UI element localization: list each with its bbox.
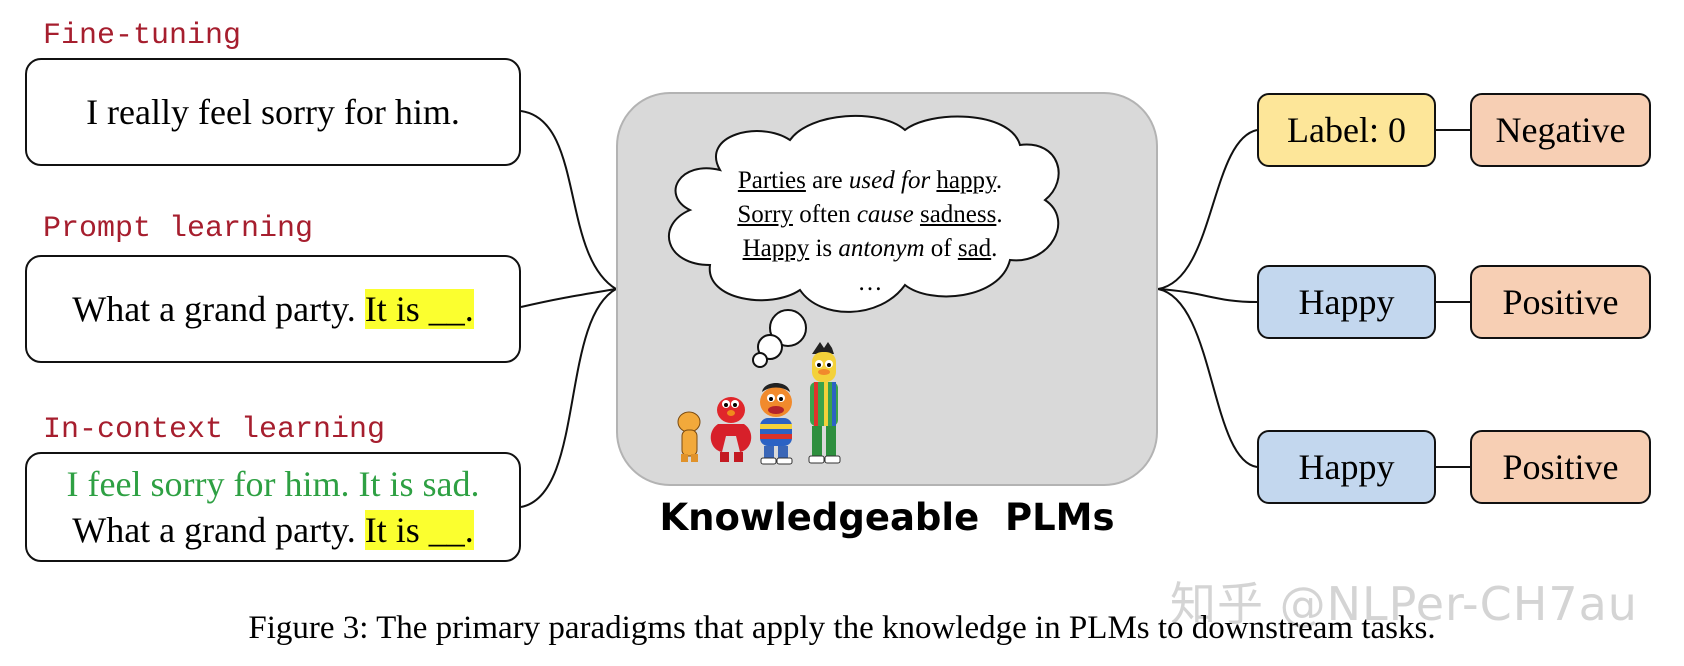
output-3-sentiment-box: Positive — [1470, 430, 1651, 504]
knowledge-line-3: Happy is antonym of sad. — [700, 232, 1040, 266]
output-3-intermediate-box: Happy — [1257, 430, 1436, 504]
output-1-sentiment-box: Negative — [1470, 93, 1651, 167]
knowledge-1-object: happy — [936, 167, 996, 194]
watermark: 知乎 @NLPer-CH7au — [1170, 577, 1638, 631]
output-2-sentiment-text: Positive — [1502, 282, 1619, 322]
knowledge-1-link: are — [805, 167, 849, 194]
connector-output-2 — [1157, 288, 1258, 303]
prompt-plain-text: What a grand party. — [72, 289, 365, 329]
connector-prompt-learning — [520, 288, 617, 308]
knowledge-2-period: . — [996, 201, 1003, 228]
connector-in-context — [520, 288, 617, 508]
prompt-learning-text: What a grand party. It is __. — [72, 286, 474, 332]
in-context-query-text: What a grand party. It is __. — [72, 507, 474, 553]
knowledge-1-relation: used for — [848, 167, 931, 194]
output-1-sentiment-text: Negative — [1495, 110, 1626, 150]
prompt-highlight-text: It is __. — [364, 289, 474, 329]
connector-output-1 — [1157, 129, 1258, 290]
in-context-plain-text: What a grand party. — [72, 510, 365, 550]
fine-tuning-box: I really feel sorry for him. — [25, 58, 521, 166]
muppet-red-icon — [710, 397, 752, 462]
muppet-striped-icon — [760, 383, 793, 465]
knowledge-2-subject: Sorry — [737, 201, 793, 228]
knowledge-1-subject: Parties — [737, 167, 806, 194]
connector-fine-tuning — [520, 110, 617, 290]
muppet-characters-icon — [677, 342, 841, 465]
knowledge-2-relation: cause — [856, 201, 914, 228]
knowledgeable-plms-title: Knowledgeable PLMs — [659, 496, 1115, 539]
in-context-learning-label: In-context learning — [43, 413, 386, 447]
knowledge-line-1: Parties are used for happy. — [700, 164, 1040, 198]
knowledge-3-relation: antonym — [838, 235, 925, 262]
knowledge-3-of: of — [924, 235, 958, 262]
output-2-sentiment-box: Positive — [1470, 265, 1651, 339]
knowledge-2-object: sadness — [919, 201, 997, 228]
fine-tuning-text: I really feel sorry for him. — [86, 92, 460, 132]
knowledge-2-link: often — [792, 201, 857, 228]
in-context-learning-box: I feel sorry for him. It is sad. What a … — [25, 452, 521, 562]
muppet-orange-icon — [677, 411, 701, 462]
knowledge-3-period: . — [991, 235, 998, 262]
prompt-learning-box: What a grand party. It is __. — [25, 255, 521, 363]
output-1-intermediate-text: Label: 0 — [1287, 110, 1406, 150]
output-2-intermediate-box: Happy — [1257, 265, 1436, 339]
knowledge-line-2: Sorry often cause sadness. — [700, 198, 1040, 232]
output-3-sentiment-text: Positive — [1502, 447, 1619, 487]
prompt-learning-label: Prompt learning — [43, 212, 314, 246]
fine-tuning-label: Fine-tuning — [43, 19, 242, 53]
in-context-demo-text: I feel sorry for him. It is sad. — [66, 464, 480, 504]
output-3-intermediate-text: Happy — [1298, 447, 1395, 487]
knowledge-1-period: . — [995, 167, 1003, 194]
knowledge-3-subject: Happy — [742, 235, 810, 262]
output-2-intermediate-text: Happy — [1298, 282, 1395, 322]
knowledge-thought-text: Parties are used for happy. Sorry often … — [700, 164, 1040, 300]
figure-caption: Figure 3: The primary paradigms that app… — [248, 610, 1436, 646]
knowledge-ellipsis: … — [857, 269, 883, 296]
connector-output-3 — [1157, 288, 1258, 468]
output-1-intermediate-box: Label: 0 — [1257, 93, 1436, 167]
knowledge-3-link: is — [809, 235, 839, 262]
knowledge-3-object: sad — [957, 235, 992, 262]
muppet-yellow-icon — [808, 342, 841, 464]
in-context-highlight-text: It is __. — [364, 510, 474, 550]
